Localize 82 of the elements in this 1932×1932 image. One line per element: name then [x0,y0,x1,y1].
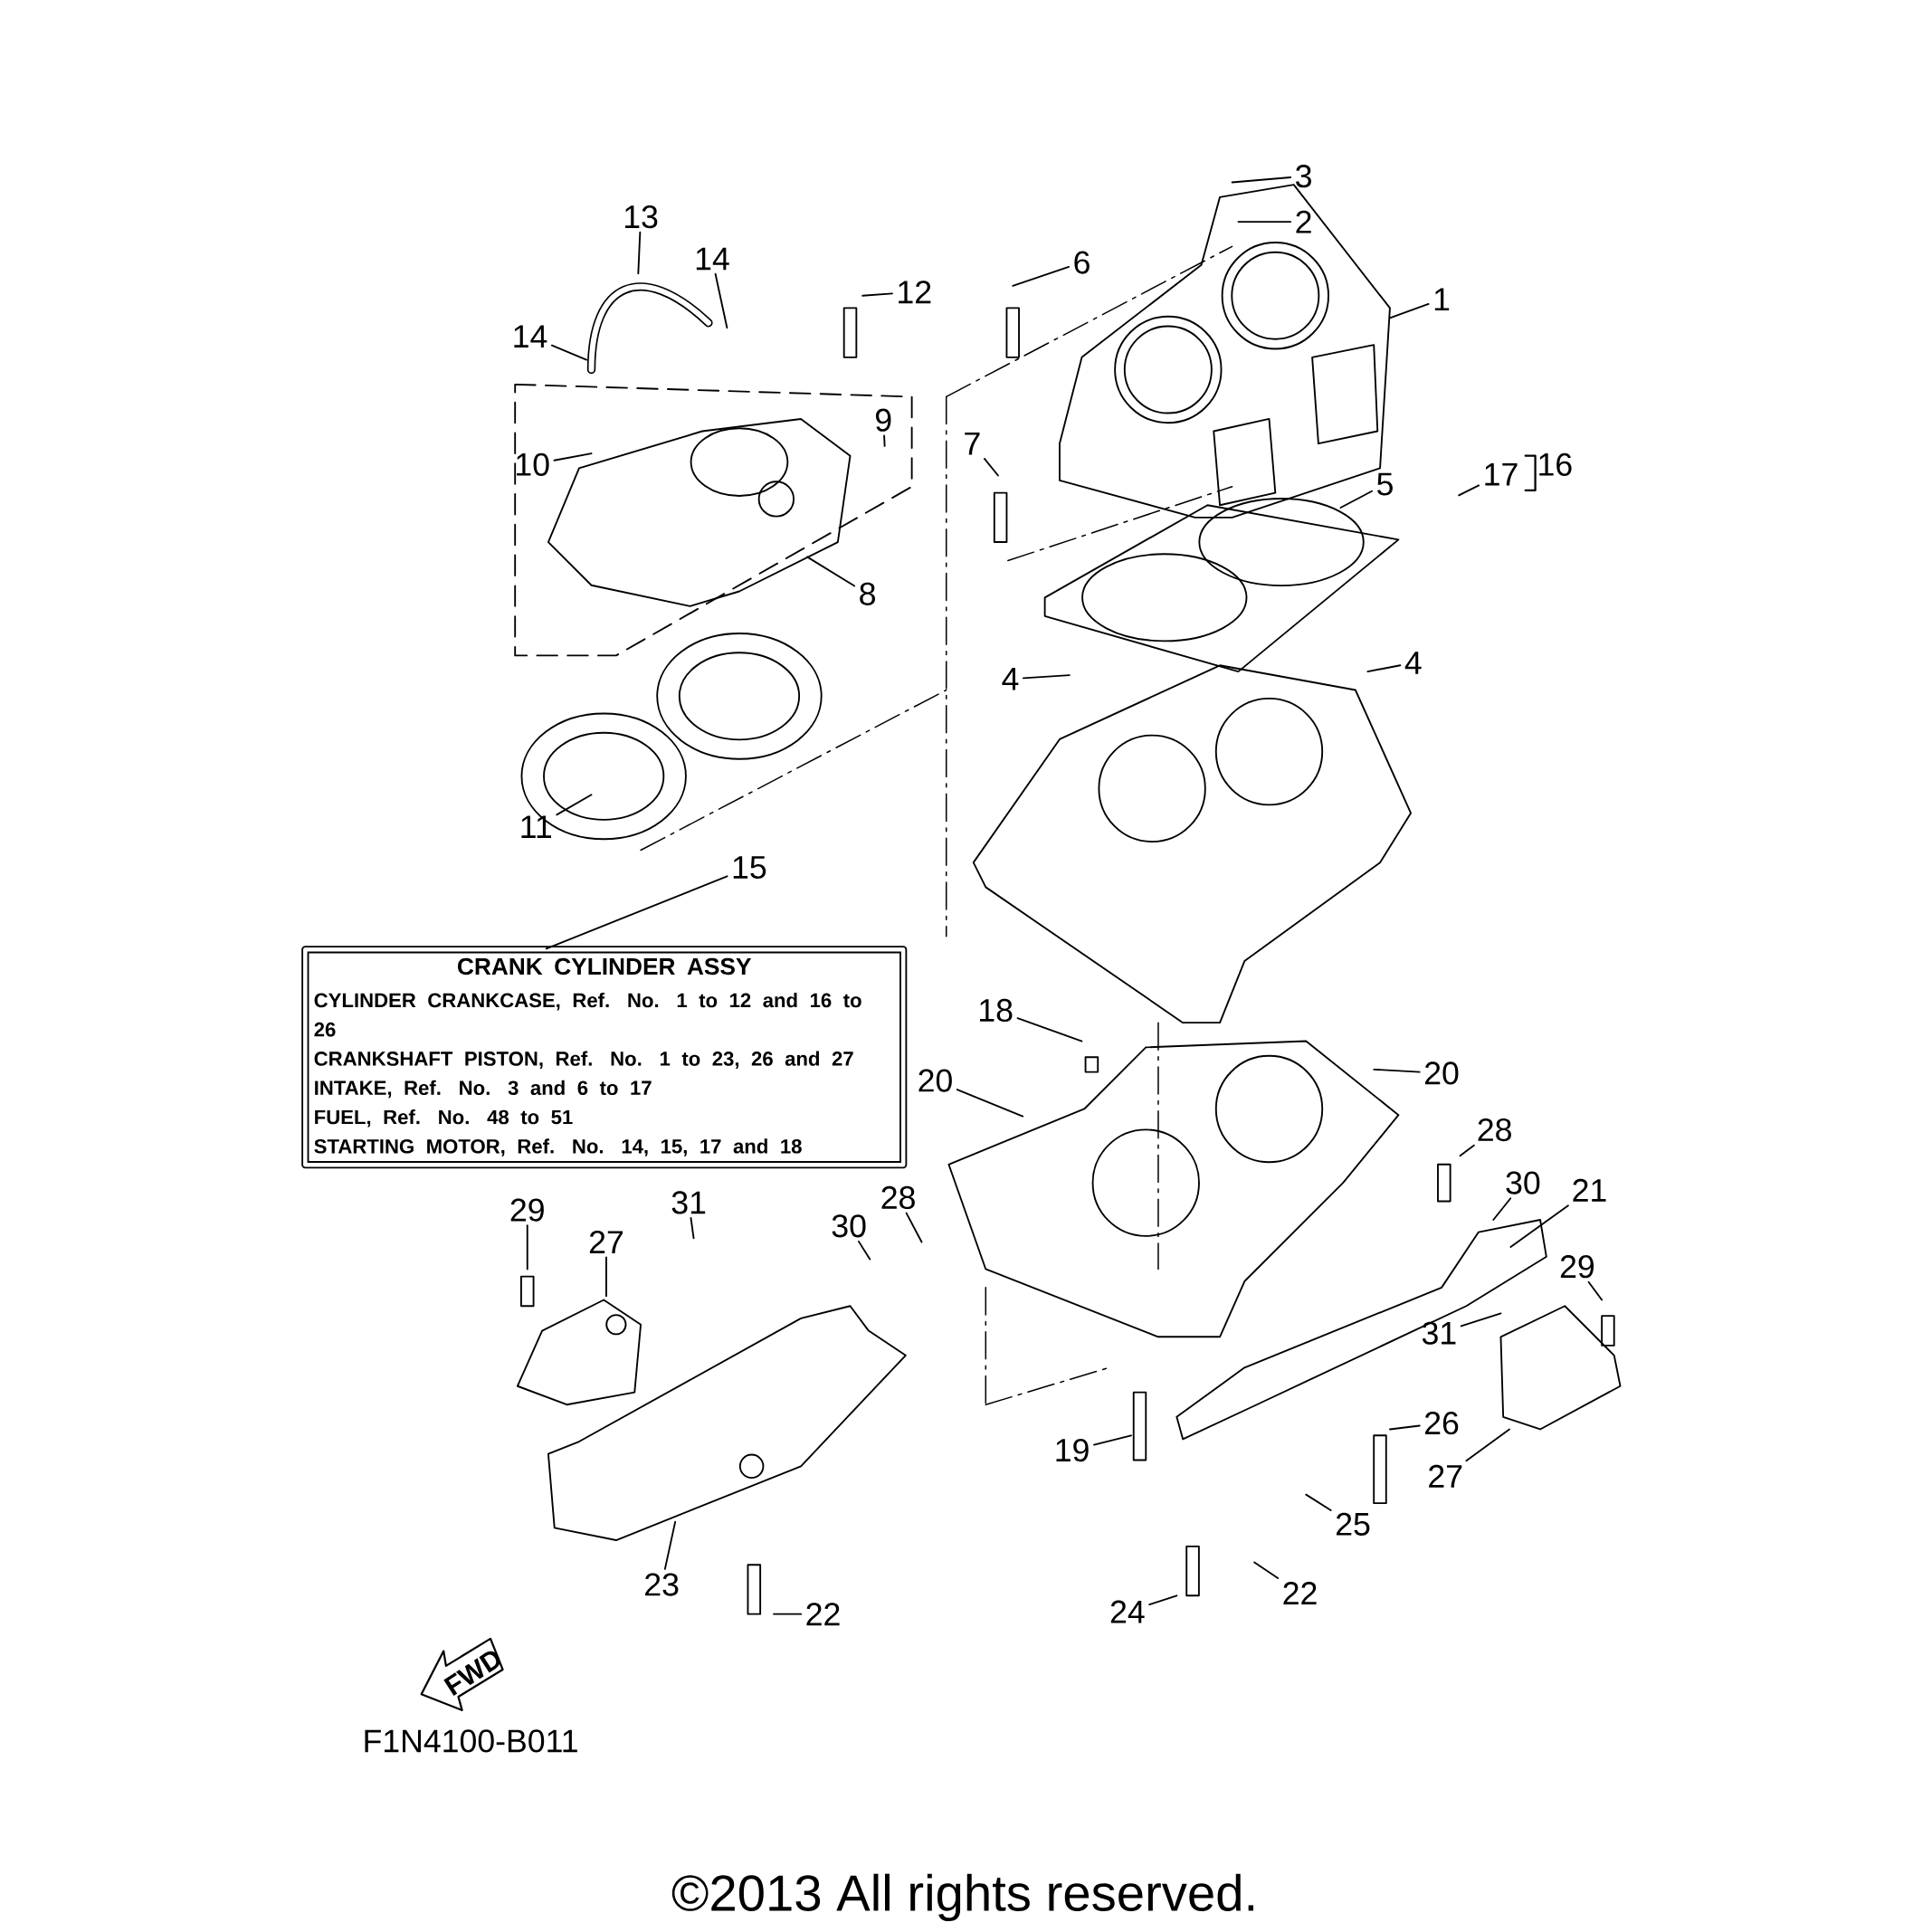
callout-number: 29 [1560,1255,1594,1279]
leader-line [1587,1280,1604,1301]
callout-number: 21 [1573,1178,1606,1202]
leader-line [1509,1204,1569,1248]
leader-line [1012,265,1071,287]
callout-number: 19 [1056,1439,1089,1462]
copyright-notice: ©2013 All rights reserved. [671,1873,1253,1922]
callout-number: 20 [1425,1061,1459,1085]
leader-line [545,875,728,950]
callout-number: 18 [980,998,1013,1023]
leader-line [956,1089,1024,1118]
leader-line [905,1212,923,1243]
leader-line [605,1256,607,1298]
callout-number: 8 [860,582,875,605]
callout-number: 4 [1002,667,1019,690]
leader-line [1253,1561,1280,1579]
leader-line [714,272,728,329]
callout-number: 31 [671,1191,706,1214]
callout-number: 29 [510,1198,544,1222]
callout-number: 26 [1425,1412,1459,1435]
leader-line [1093,1434,1132,1446]
leader-line [984,458,999,477]
leader-line [1459,1144,1475,1157]
leader-line [857,1240,871,1261]
callout-number: 16 [1539,452,1572,476]
callout-number: 22 [1283,1582,1317,1604]
callout-number: 27 [589,1231,623,1253]
leader-line [1305,1493,1332,1511]
leader-line [1458,484,1480,497]
callout-number: 30 [1506,1171,1540,1194]
leader-line [805,556,856,587]
leader-line [1148,1594,1178,1606]
leader-line [663,1520,677,1570]
callout-number: 10 [517,452,549,476]
callout-number: 23 [645,1573,679,1596]
leader-line [1023,674,1071,680]
callout-number: 25 [1337,1512,1370,1536]
callout-number: 6 [1074,251,1090,274]
leader-line [1373,1068,1421,1073]
leader-line [1237,221,1292,223]
callout-number: 15 [733,856,766,880]
leader-line [861,292,893,297]
callout-number: 4 [1404,652,1422,674]
leader-line [1465,1428,1510,1462]
leader-line [1389,1424,1421,1431]
callout-number: 14 [696,247,729,271]
leader-line [1460,1312,1502,1328]
callout-number: 11 [521,815,551,838]
callout-number: 28 [881,1185,915,1210]
leader-line [637,231,642,275]
callout-number: 3 [1296,165,1311,188]
callout-number: 14 [514,325,547,347]
callout-number: 31 [1422,1321,1456,1345]
leader-line [1231,176,1292,184]
callout-number: 1 [1434,288,1450,311]
callout-number: 22 [806,1603,840,1626]
callout-number: 28 [1478,1118,1511,1142]
info-box: CRANK CYLINDER ASSY CYLINDER CRANKCASE, Ref. No. 1 to 12 and 16 to 26 CRANKSHAFT PISTON, Ref. No. 1 to 23, 26 and 27 INTAKE, Ref. No. 3 and 6 to 17 FUEL, Ref. No. 48 to 51 STARTING MOTOR, Ref. No. 14, 15, 17 and 18 [301,946,908,1169]
callout-number: 2 [1296,210,1311,233]
callout-number: 13 [624,205,658,229]
leader-line [556,794,593,816]
leader-line [550,344,588,361]
leader-line [773,1613,803,1615]
leader-line [526,1224,528,1271]
leader-line [553,452,593,462]
leader-line [1016,1017,1083,1042]
leader-line [1366,664,1402,673]
callout-number: 27 [1429,1464,1462,1488]
callout-number: 12 [899,281,931,304]
drawing-number: F1N4100-B011 [365,1729,577,1753]
callout-number: 30 [832,1214,866,1238]
callout-number: 7 [965,432,980,455]
leader-line [1492,1197,1512,1221]
callout-number: 17 [1485,462,1518,486]
callout-number: 24 [1110,1600,1145,1623]
callout-number: 20 [918,1069,952,1092]
leader-line [1389,303,1430,319]
leader-line [1339,490,1373,509]
callout-number: 9 [876,408,891,432]
leader-line [883,434,886,447]
leader-line [690,1217,695,1240]
callout-number: 5 [1377,472,1393,496]
